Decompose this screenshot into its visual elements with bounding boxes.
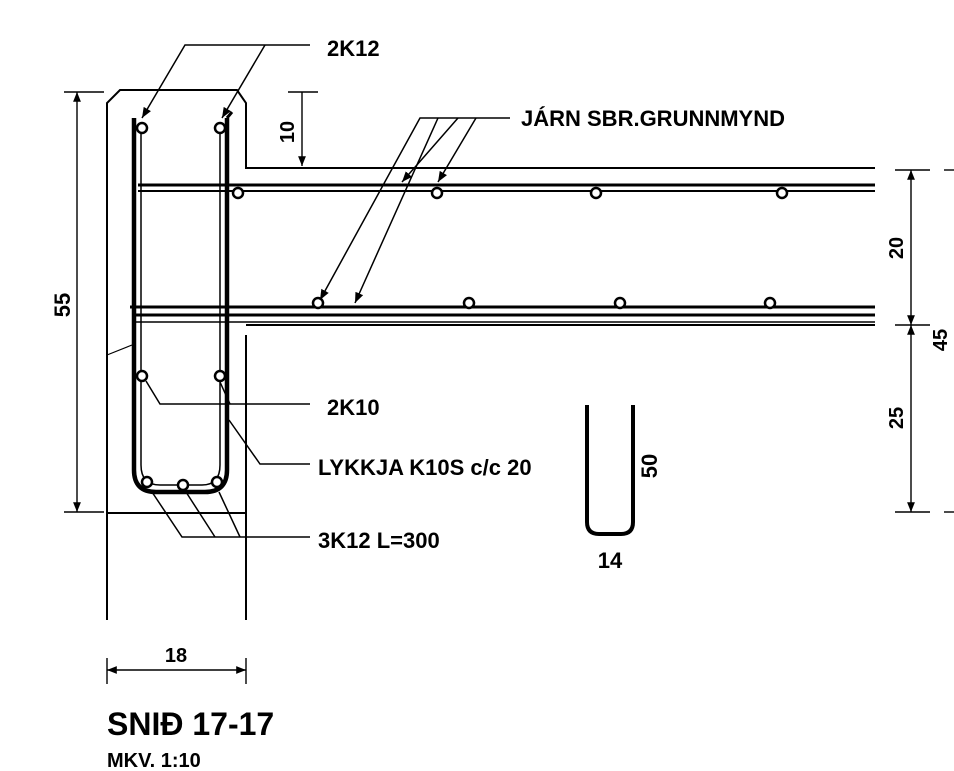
wall-stirrup xyxy=(131,111,234,495)
dim-loop-height: 50 xyxy=(637,454,662,478)
rebar-dot xyxy=(763,296,777,310)
dim-total-height: 55 xyxy=(50,293,75,317)
rebar-dot xyxy=(135,121,149,135)
section-title: SNIÐ 17-17 xyxy=(107,706,274,742)
scale-label: MKV. 1:10 xyxy=(107,750,201,771)
leader-lines xyxy=(141,44,510,538)
label-loop: LYKKJA K10S c/c 20 xyxy=(318,455,532,480)
rebar-dot xyxy=(775,186,789,200)
rebar-dots xyxy=(135,121,789,492)
rebar-dot xyxy=(213,121,227,135)
rebar-dot xyxy=(311,296,325,310)
rebar-dot xyxy=(613,296,627,310)
dim-loop-width: 14 xyxy=(598,548,623,573)
label-bottom-bars: 3K12 L=300 xyxy=(318,528,440,553)
label-top-bars: 2K12 xyxy=(327,36,380,61)
concrete-outline xyxy=(106,89,875,620)
rebar-dot xyxy=(462,296,476,310)
rebar-dot xyxy=(140,475,154,489)
rebar-dot xyxy=(176,478,190,492)
rebar-dot xyxy=(210,475,224,489)
dim-step: 10 xyxy=(277,121,299,143)
dim-lower-right: 25 xyxy=(886,407,908,429)
rebar-dot xyxy=(213,369,227,383)
loop-detail xyxy=(585,405,635,536)
dim-wall-width: 18 xyxy=(165,645,187,667)
label-middle-bars: 2K10 xyxy=(327,395,380,420)
rebar-dot xyxy=(231,186,245,200)
slab-rebars xyxy=(130,183,875,323)
dim-overall-right: 45 xyxy=(930,329,952,351)
rebar-dot xyxy=(589,186,603,200)
label-slab-reinforcement: JÁRN SBR.GRUNNMYND xyxy=(521,106,785,131)
rebar-dot xyxy=(430,186,444,200)
dimension-lines xyxy=(64,91,954,684)
dim-slab-thickness: 20 xyxy=(886,237,908,259)
rebar-dot xyxy=(135,369,149,383)
